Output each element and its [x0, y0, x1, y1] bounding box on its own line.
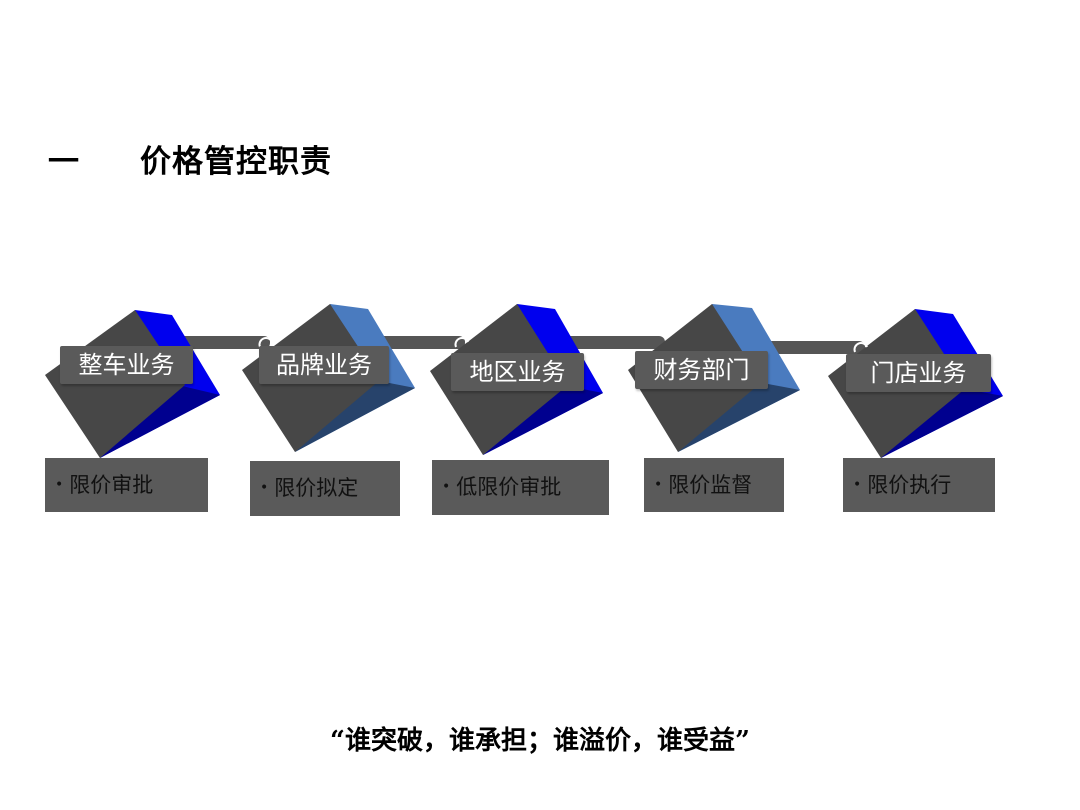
bullet-icon: • — [260, 480, 269, 496]
node-label-2: 品牌业务 — [259, 346, 389, 384]
connector-3-4 — [565, 336, 665, 349]
bullet-icon: • — [55, 477, 64, 493]
duty-box-3: • 低限价审批 — [432, 460, 609, 515]
section-number: 一 — [48, 144, 80, 180]
bullet-icon: • — [853, 477, 862, 493]
duty-text: 限价拟定 — [274, 476, 359, 500]
cube-icon-1 — [45, 310, 220, 458]
node-label-5: 门店业务 — [846, 354, 991, 392]
connector-bars — [170, 336, 865, 354]
duty-text: 低限价审批 — [456, 475, 562, 499]
bullet-icon: • — [654, 477, 663, 493]
node-label-text: 门店业务 — [870, 359, 967, 387]
bullet-icon: • — [442, 479, 451, 495]
duty-text: 限价监督 — [668, 473, 753, 497]
node-label-text: 整车业务 — [78, 351, 175, 379]
connector-1-2 — [170, 336, 270, 349]
connector-4-5 — [765, 341, 865, 354]
motto-quote: “谁突破，谁承担；谁溢价，谁受益” — [330, 726, 750, 756]
page-title: 一 价格管控职责 — [48, 136, 332, 181]
node-label-text: 财务部门 — [653, 356, 750, 384]
connector-notches — [258, 337, 868, 353]
duty-text: 限价审批 — [69, 473, 154, 497]
node-label-4: 财务部门 — [635, 351, 768, 389]
section-title: 价格管控职责 — [140, 144, 332, 180]
node-label-text: 品牌业务 — [276, 351, 372, 379]
duty-box-5: • 限价执行 — [843, 458, 995, 512]
node-label-1: 整车业务 — [60, 346, 193, 384]
node-label-text: 地区业务 — [469, 358, 566, 386]
duty-box-1: • 限价审批 — [45, 458, 208, 512]
duty-box-4: • 限价监督 — [644, 458, 784, 512]
duty-text: 限价执行 — [867, 473, 952, 497]
node-label-3: 地区业务 — [451, 353, 584, 391]
duty-box-2: • 限价拟定 — [250, 461, 400, 516]
connector-2-3 — [365, 336, 465, 349]
